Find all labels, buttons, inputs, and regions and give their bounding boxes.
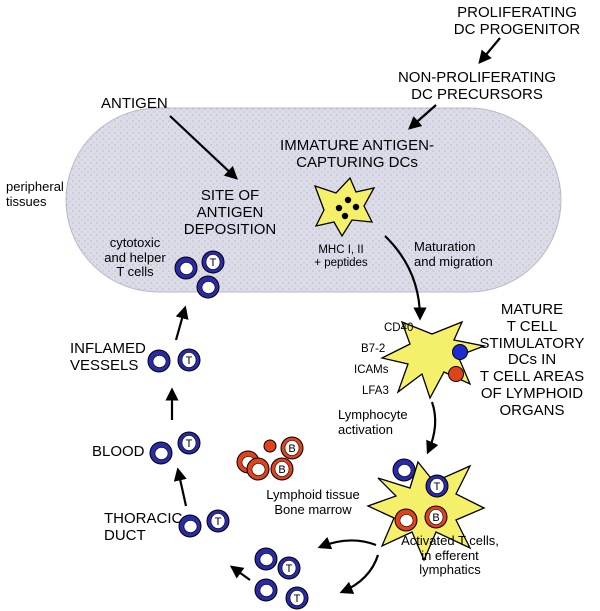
t-cell-blood-labeled: T (177, 431, 201, 455)
label-maturation-migration: Maturation and migration (414, 239, 493, 269)
label-activated-t-cells-efferent-lymphatics: Activated T cells, in efferent lymphatic… (401, 533, 499, 578)
b-cell-lymphoid-small (263, 439, 277, 453)
label-non-proliferating-dc-precursors: NON-PROLIFERATING DC PRECURSORS (397, 69, 557, 103)
label-b7-2: B7-2 (361, 343, 386, 355)
t-cell-thoracic-labeled-letter: T (215, 516, 222, 528)
arrow-lymphocyte-activation (426, 401, 439, 455)
arrow-progenitor-to-precursor (478, 37, 501, 65)
t-cell-efferent-labeled: T (277, 556, 301, 580)
label-antigen: ANTIGEN (101, 95, 168, 112)
t-cell-efferent-labeled-letter: T (286, 563, 293, 575)
arrow-efferent-to-thoracic (229, 565, 251, 581)
t-cell-inflamed (147, 349, 171, 373)
label-lymphocyte-activation: Lymphocyte activation (338, 407, 408, 437)
label-lymphoid-tissue-bone-marrow: Lymphoid tissue Bone marrow (266, 487, 360, 517)
label-proliferating-dc-progenitor: PROLIFERATING DC PROGENITOR (453, 4, 581, 38)
t-cell-tissue (196, 275, 220, 299)
label-cytotoxic-helper-t-cells: cytotoxic and helper T cells (104, 235, 166, 280)
t-cell-inflamed-labeled-letter: T (186, 355, 193, 367)
peripheral-tissue-region (65, 107, 562, 293)
label-blood: BLOOD (92, 443, 145, 460)
t-cell-blood (149, 441, 173, 465)
pathway-arrows (165, 37, 501, 594)
t-cell-inflamed-labeled: T (177, 348, 201, 372)
b-cell-lymphoid-labeled-letter: B (278, 464, 285, 476)
immature-dendritic-cell (313, 176, 376, 238)
blue-marker (452, 344, 468, 360)
t-cell-efferent (254, 547, 278, 571)
label-cd40: CD40 (384, 322, 414, 334)
b-cell-lymphoid-labeled-letter: B (288, 443, 295, 455)
t-cell-cluster-labeled: T (425, 474, 449, 498)
arrow-thoracic-to-blood (173, 467, 188, 507)
t-cell-efferent-labeled: T (285, 586, 309, 610)
arrow-precursor-to-immature (408, 104, 437, 130)
arrow-maturation-migration (384, 235, 427, 321)
arrow-antigen-to-site (169, 115, 238, 180)
label-site-of-antigen-deposition: SITE OF ANTIGEN DEPOSITION (183, 187, 277, 238)
arrow-to-lymphoid-tissue (317, 536, 377, 550)
t-cell-thoracic (178, 514, 202, 538)
label-thoracic-duct: THORACIC DUCT (104, 510, 183, 544)
t-cell-thoracic-labeled: T (206, 509, 230, 533)
t-cell-cluster-labeled-letter: T (434, 481, 441, 493)
label-lfa3: LFA3 (362, 385, 389, 397)
arrow-efferent-lymphatics (339, 554, 380, 594)
t-cell-tissue-labeled: T (201, 250, 225, 274)
t-cell-efferent-labeled-letter: T (294, 593, 301, 605)
b-cell-lymphoid (246, 457, 270, 481)
label-icams: ICAMs (354, 364, 389, 376)
t-cell-efferent (254, 578, 278, 602)
label-mature-t-cell-stimulatory-dcs: MATURE T CELL STIMULATORY DCs IN T CELL … (479, 301, 585, 419)
mature-dendritic-cell (380, 320, 487, 400)
b-cell-cluster-labeled: B (424, 505, 448, 529)
label-immature-antigen-capturing-dcs: IMMATURE ANTIGEN- CAPTURING DCs (280, 137, 434, 171)
label-inflamed-vessels: INFLAMED VESSELS (70, 340, 146, 374)
arrow-inflamed-to-tissue (174, 305, 189, 341)
b-cell-lymphoid-labeled: B (280, 436, 304, 460)
t-cell-tissue (174, 256, 198, 280)
b-cell-cluster (394, 508, 418, 532)
t-cell-cluster (392, 458, 416, 482)
b-cell-cluster-labeled-letter: B (432, 512, 439, 524)
b-cell-lymphoid-labeled: B (270, 457, 294, 481)
label-peripheral-tissues: peripheral tissues (6, 179, 64, 209)
red-marker (448, 366, 464, 382)
t-cell-tissue-labeled-letter: T (210, 257, 217, 269)
t-cell-blood-labeled-letter: T (186, 438, 193, 450)
label-mhc-peptides: MHC I, II + peptides (314, 244, 368, 269)
activated-cluster-dendritic-cell (366, 460, 486, 562)
